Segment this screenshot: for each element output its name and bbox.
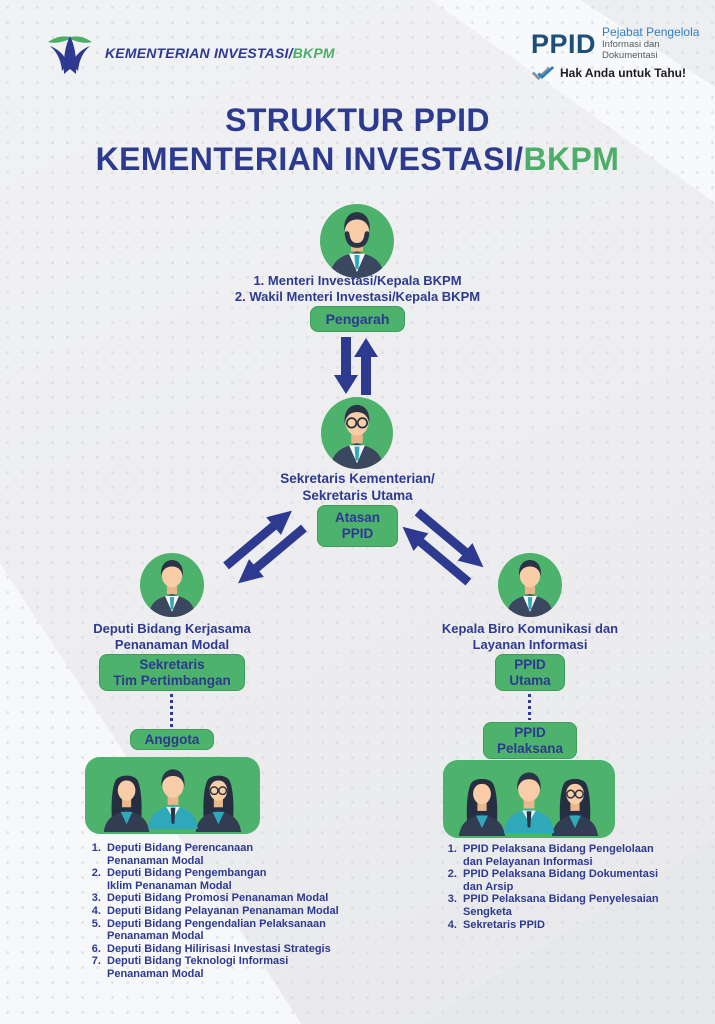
list-item: PPID Pelaksana Bidang Penyelesaian Sengk…	[460, 893, 705, 918]
ministry-logo-icon	[48, 36, 92, 74]
sekretaris-name-1: Sekretaris Kementerian/	[280, 471, 435, 486]
ministry-logo: KEMENTERIAN INVESTASI/BKPM	[44, 30, 335, 76]
kepala-biro-name-2: Layanan Informasi	[472, 637, 588, 652]
title-line-2: KEMENTERIAN INVESTASI/	[95, 141, 524, 177]
double-diagonal-arrow-left-icon	[223, 510, 307, 584]
sekretaris-tim-badge-line-2: Tim Pertimbangan	[113, 672, 231, 688]
minister-avatar-icon	[320, 204, 394, 278]
ppid-tagline-2: Informasi dan Dokumentasi	[602, 39, 660, 61]
ppid-pelaksana-badge-line-1: PPID	[514, 725, 546, 740]
title-line-2-accent: BKPM	[523, 141, 620, 177]
minister-name-1: 1. Menteri Investasi/Kepala BKPM	[253, 273, 462, 288]
minister-names: 1. Menteri Investasi/Kepala BKPM 2. Waki…	[0, 273, 715, 304]
ppid-utama-badge: PPID Utama	[495, 654, 565, 691]
ppid-utama-badge-line-2: Utama	[509, 672, 551, 688]
dotted-connector	[528, 694, 531, 720]
ppid-tagline-1: Pejabat Pengelola	[602, 25, 700, 39]
sekretaris-tim-badge-line-1: Sekretaris	[139, 657, 205, 672]
double-check-icon	[531, 65, 555, 80]
sekretaris-tim-badge: Sekretaris Tim Pertimbangan	[99, 654, 245, 691]
double-diagonal-arrow-right-icon	[402, 508, 484, 586]
list-item: Deputi Bidang Pelayanan Penanaman Modal	[104, 905, 384, 918]
list-item: Deputi Bidang Perencanaan Penanaman Moda…	[104, 842, 384, 867]
ppid-logo: PPID Pejabat Pengelola Informasi dan Dok…	[531, 26, 706, 80]
ppid-wordmark: PPID	[531, 28, 597, 59]
list-item: Deputi Bidang Hilirisasi Investasi Strat…	[104, 943, 384, 956]
list-item: Deputi Bidang Teknologi Informasi Penana…	[104, 955, 384, 980]
deputi-names: Deputi Bidang Kerjasama Penanaman Modal	[0, 621, 344, 653]
anggota-group-avatar-icon	[85, 757, 260, 834]
double-vertical-arrow-icon	[334, 337, 378, 395]
kepala-biro-name-1: Kepala Biro Komunikasi dan	[441, 621, 619, 636]
list-item: PPID Pelaksana Bidang Dokumentasi dan Ar…	[460, 868, 705, 893]
ppid-taglines: Pejabat Pengelola Informasi dan Dokument…	[602, 25, 706, 62]
ppid-slogan: Hak Anda untuk Tahu!	[560, 65, 686, 80]
list-item: PPID Pelaksana Bidang Pengelolaan dan Pe…	[460, 843, 705, 868]
title-line-1: STRUKTUR PPID	[225, 102, 490, 138]
sekretaris-names: Sekretaris Kementerian/ Sekretaris Utama	[0, 471, 715, 504]
kepala-biro-names: Kepala Biro Komunikasi dan Layanan Infor…	[345, 621, 715, 653]
deputi-name-2: Penanaman Modal	[114, 637, 230, 652]
dotted-connector	[170, 694, 173, 727]
list-item: Sekretaris PPID	[460, 919, 705, 932]
list-item: Deputi Bidang Promosi Penanaman Modal	[104, 892, 384, 905]
ministry-brand-text: KEMENTERIAN INVESTASI/BKPM	[105, 45, 335, 61]
list-item: Deputi Bidang Pengembangan Iklim Penanam…	[104, 867, 384, 892]
pengarah-badge: Pengarah	[309, 306, 406, 332]
ppid-pelaksana-group-avatar-icon	[443, 760, 615, 838]
sekretaris-name-2: Sekretaris Utama	[302, 487, 413, 503]
sekretaris-avatar-icon	[321, 397, 393, 469]
deputi-name-1: Deputi Bidang Kerjasama	[93, 621, 251, 636]
ministry-brand-accent: BKPM	[292, 45, 335, 61]
ppid-member-list: PPID Pelaksana Bidang Pengelolaan dan Pe…	[440, 843, 705, 931]
atasan-badge-line-1: Atasan	[334, 510, 380, 525]
page-title: STRUKTUR PPID KEMENTERIAN INVESTASI/BKPM	[0, 101, 715, 179]
kepala-biro-avatar-icon	[498, 553, 562, 617]
ppid-utama-badge-line-1: PPID	[514, 657, 546, 672]
minister-name-2: 2. Wakil Menteri Investasi/Kepala BKPM	[234, 288, 481, 304]
atasan-ppid-badge: Atasan PPID	[316, 505, 398, 547]
atasan-badge-line-2: PPID	[341, 526, 374, 541]
deputi-avatar-icon	[140, 553, 204, 617]
list-item: Deputi Bidang Pengendalian Pelaksanaan P…	[104, 918, 384, 943]
ministry-brand-main: KEMENTERIAN INVESTASI/	[105, 45, 293, 61]
ppid-pelaksana-badge: PPID Pelaksana	[482, 722, 578, 759]
ppid-pelaksana-badge-line-2: Pelaksana	[496, 740, 564, 756]
deputi-member-list: Deputi Bidang Perencanaan Penanaman Moda…	[84, 842, 384, 981]
anggota-badge: Anggota	[129, 729, 215, 750]
